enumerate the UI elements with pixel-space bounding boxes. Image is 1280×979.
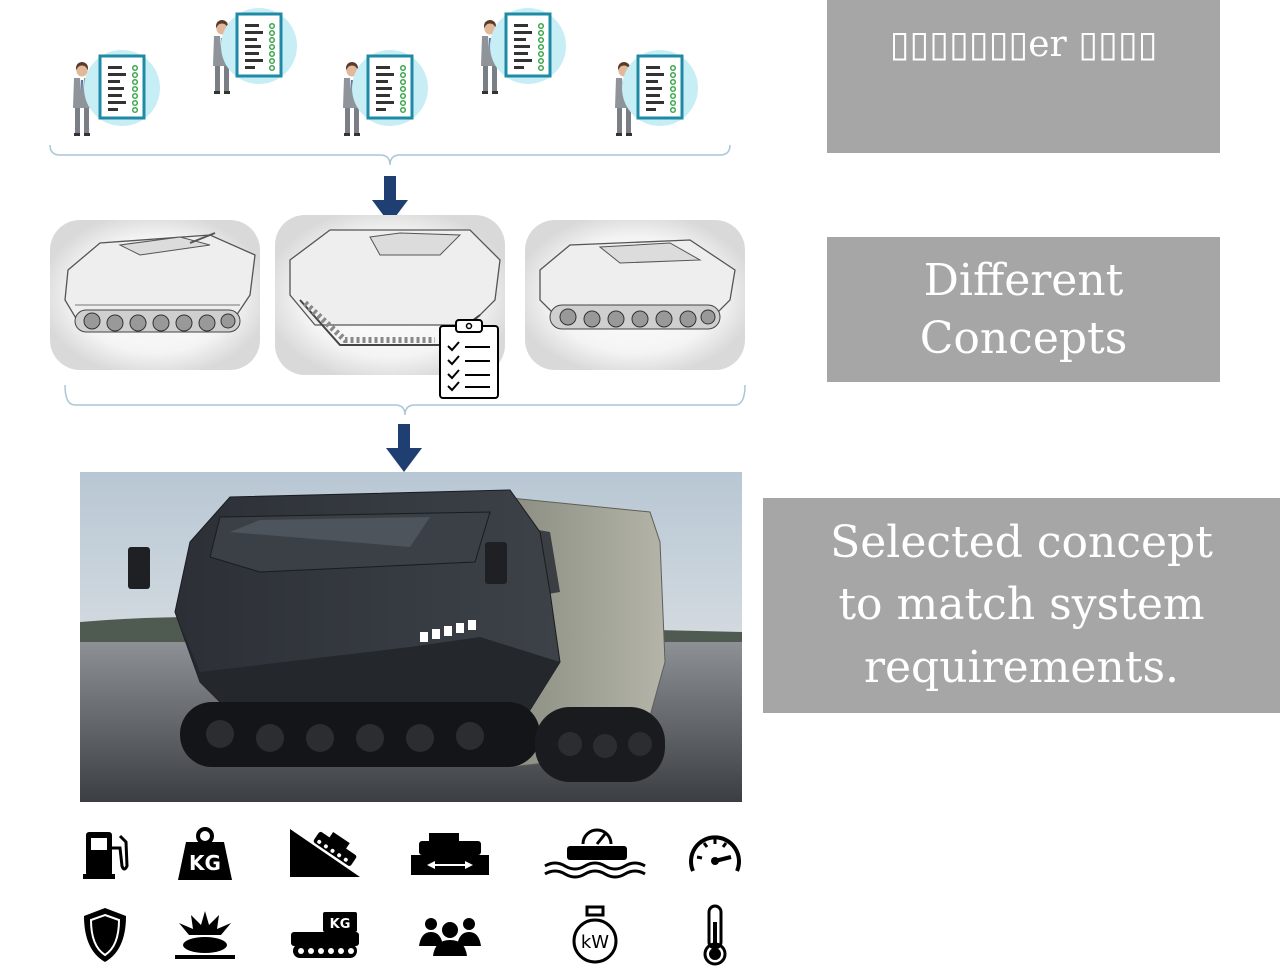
amphibious-icon: [540, 819, 650, 889]
requirement-icons: KG: [60, 815, 760, 975]
selected-concept-label: Selected concept to match system require…: [763, 498, 1280, 713]
svg-text:KG: KG: [189, 851, 221, 875]
engine-power-kw-icon: kW: [550, 900, 640, 970]
stakeholder-2: [213, 6, 299, 94]
down-arrow-2: [386, 424, 422, 472]
top-bracket: [49, 144, 731, 166]
crew-icon: [405, 900, 495, 970]
concept-sketch-1: [50, 220, 260, 370]
middle-bracket: [64, 384, 746, 416]
stakeholders-group: [40, 0, 740, 170]
stakeholder-3: [343, 48, 430, 136]
concept-sketches: [50, 215, 746, 416]
concepts-group: [40, 215, 760, 416]
vehicle-width-icon: [405, 819, 495, 889]
fuel-pump-icon: [60, 819, 150, 889]
stakeholders-illustration: [49, 6, 731, 166]
temperature-icon: [670, 900, 760, 970]
different-concepts-label: Different Concepts: [827, 237, 1220, 382]
weight-kg-icon: KG: [160, 819, 250, 889]
stakeholder-requirements-text: ▯▯▯▯▯▯▯er ▯▯▯▯: [889, 24, 1158, 65]
stakeholder-requirements-label: ▯▯▯▯▯▯▯er ▯▯▯▯: [827, 0, 1220, 153]
payload-kg-icon: KG: [280, 900, 370, 970]
selected-concept-text: Selected concept to match system require…: [830, 516, 1213, 693]
mine-blast-icon: [160, 900, 250, 970]
svg-text:KG: KG: [330, 917, 351, 932]
different-concepts-text: Different Concepts: [919, 255, 1128, 364]
concept-sketch-3: [525, 220, 745, 370]
headlights: [420, 620, 476, 642]
down-arrow-1: [372, 176, 408, 224]
stakeholder-5: [615, 48, 700, 136]
vehicle-render-image: [80, 472, 742, 802]
clipboard-checklist-icon: [439, 319, 499, 399]
slope-climb-icon: [280, 819, 370, 889]
selected-vehicle-render: [80, 472, 742, 802]
speedometer-icon: [670, 819, 760, 889]
stakeholder-1: [73, 48, 162, 136]
svg-text:kW: kW: [581, 932, 609, 953]
stakeholder-4: [481, 6, 568, 94]
armor-shield-icon: [60, 900, 150, 970]
